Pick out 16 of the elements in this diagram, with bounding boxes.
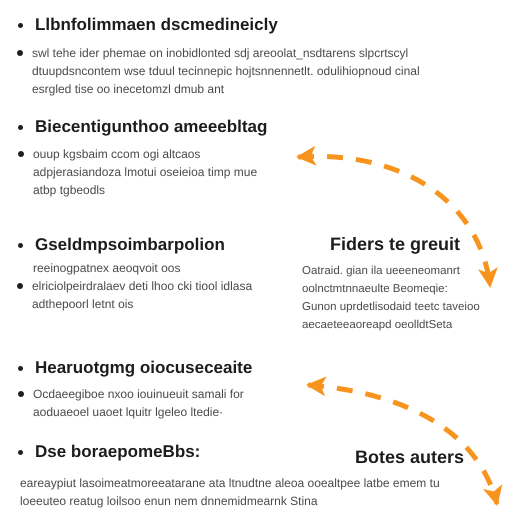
section-heading: Gseldmpsoimbarpolion xyxy=(35,234,225,256)
body-text: elriciolpeirdralaev deti lhoo cki tiool idlasa adthepoorl letnt ois xyxy=(32,278,254,313)
section-heading: Dse boraepomeBbs: xyxy=(35,441,200,463)
body-text: reeinogpatnex aeoqvoit oos xyxy=(33,260,182,277)
section-heading: Fiders te greuit xyxy=(330,233,460,255)
section-heading: Hearuotgmg oiocuseceaite xyxy=(35,357,252,379)
section-heading: Llbnfolimmaen dscmedineicly xyxy=(35,14,278,36)
body-text: ouup kgsbaim ccom ogi altcaos adpjerasiandoza lmotui oseieioa timp mue atbp tgbeodls xyxy=(33,146,258,199)
body-text: eareaypiut lasoimeatmoreeatarane ata ltnudtne aleoa ooealtpee latbe emem tu loeeuteo reatug loilsoo enun nem dnnemidmearnk Stina xyxy=(20,475,441,510)
section-heading: Botes auters xyxy=(355,446,464,468)
body-text: Ocdaeegiboe nxoo iouinueuit samali for aoduaeoel uaoet lquitr lgeleo ltedie· xyxy=(33,386,245,421)
body-text: swl tehe ider phemae on inobidlonted sdj areoolat_nsdtarens slpcrtscyl dtuupdsncontem wse tduul tecinnepic hojtsnnennetlt. odulihiopnoud cinal esrgled tise oo inecetomzl dmub ant xyxy=(32,45,421,98)
body-text: Oatraid. gian ila ueeeneomanrt oolnctmtnnaeulte Beomeqie: Gunon uprdetlisodaid teetc taveioo aecaeteeaoreapd oeolldtSeta xyxy=(302,264,481,333)
section-heading: Biecentigunthoo ameeebltag xyxy=(35,116,268,138)
dashed-curved-arrow xyxy=(306,376,501,506)
dashed-curved-arrow xyxy=(296,146,496,288)
